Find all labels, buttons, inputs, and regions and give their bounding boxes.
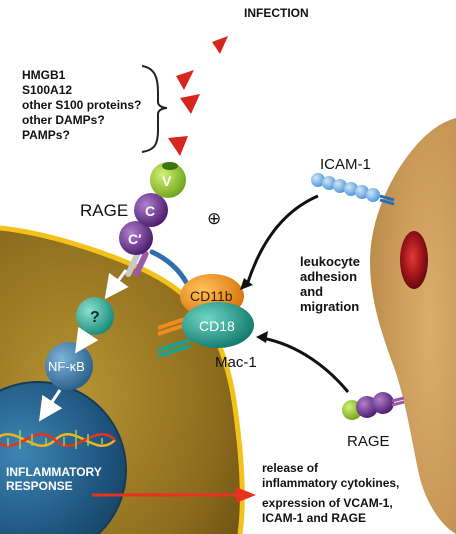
cd11b-label: CD11b (190, 288, 233, 304)
icam1-label: ICAM-1 (320, 156, 371, 173)
icam1-chain (311, 173, 395, 206)
inflammatory-label: RESPONSE (6, 479, 73, 493)
outcome-label: expression of VCAM-1, (262, 496, 393, 510)
outcome-label: release of (262, 461, 319, 475)
cd18-subunit (182, 302, 254, 348)
rage-domain-v (150, 162, 186, 198)
leukocyte-label: migration (300, 299, 359, 314)
mac1-integrin (157, 274, 254, 358)
domain-c-prime-label: C′ (128, 231, 142, 247)
ligand-label: S100A12 (22, 83, 72, 97)
nfkb-node (45, 342, 93, 390)
ligand-triangles (168, 36, 228, 156)
rage-left-label: RAGE (80, 201, 128, 220)
rage-right-label: RAGE (347, 433, 390, 450)
dna-helix (0, 430, 116, 449)
red-arrowhead (236, 487, 256, 503)
ligand-label: other DAMPs? (22, 113, 105, 127)
plus-label: ⊕ (207, 209, 221, 228)
black-arrows (240, 194, 350, 393)
leukocyte-label: adhesion (300, 269, 357, 284)
outcome-label: ICAM-1 and RAGE (262, 511, 366, 525)
endothelial-rage (342, 392, 405, 420)
rage-domain-c (134, 193, 168, 227)
inflammatory-label: INFLAMMATORY (6, 465, 102, 479)
unknown-label: ? (90, 309, 100, 326)
leukocyte-label: leukocyte (300, 254, 360, 269)
rage-domain-c-prime (119, 221, 153, 255)
endothelial-cell (370, 118, 456, 534)
endothelial-nucleus (400, 231, 428, 289)
ligand-label: PAMPs? (22, 128, 70, 142)
cd18-label: CD18 (199, 318, 235, 334)
domain-v-label: V (162, 173, 172, 189)
nfkb-label: NF-κB (48, 359, 85, 374)
nucleus-envelope (0, 381, 127, 534)
signal-arrows (39, 217, 305, 422)
ligand-label: HMGB1 (22, 68, 66, 82)
leukocyte-label: and (300, 284, 323, 299)
membrane-blue-segment (149, 249, 189, 285)
ligand-label: other S100 proteins? (22, 98, 141, 112)
unknown-adaptor (76, 297, 114, 335)
mac1-label: Mac-1 (215, 354, 257, 371)
infection-label: INFECTION (244, 6, 309, 20)
ligand-bracket (141, 65, 168, 153)
rage-receptor (119, 162, 186, 277)
domain-c-label: C (145, 203, 155, 219)
outcome-label: inflammatory cytokines, (262, 476, 399, 490)
